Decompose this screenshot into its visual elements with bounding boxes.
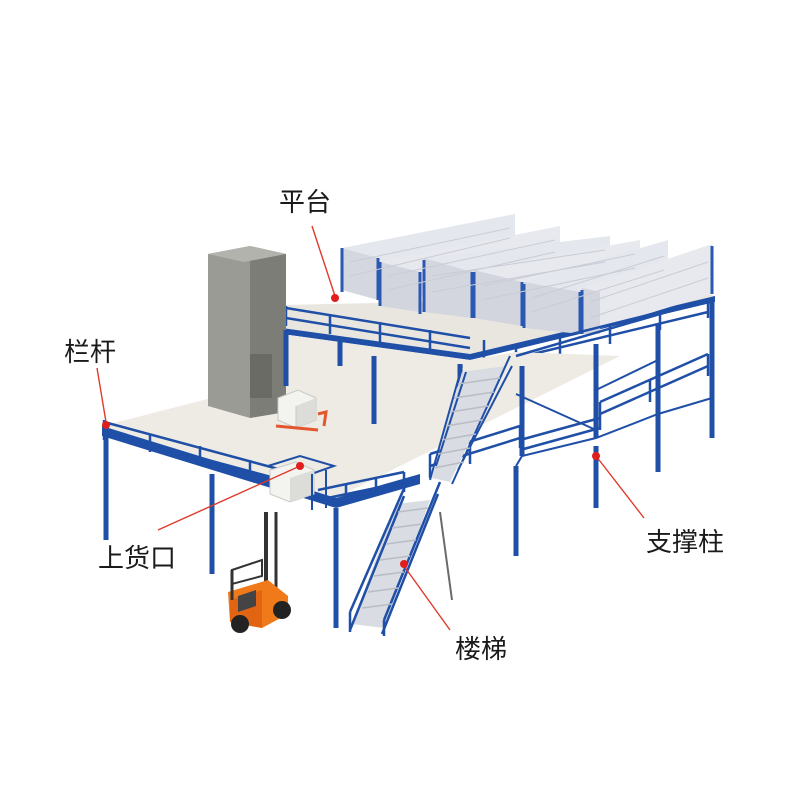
leader-line-platform [311, 225, 336, 297]
callout-markers [102, 294, 600, 568]
rack-box-lines [349, 227, 709, 319]
leader-line-loading [157, 465, 301, 531]
marker-platform [331, 294, 339, 302]
label-railing: 栏杆 [64, 338, 117, 368]
upper-deck-edge-front [282, 328, 470, 360]
freight-elevator [208, 246, 286, 418]
label-platform: 平台 [279, 188, 332, 218]
pallet-jack-icon [317, 410, 328, 427]
marker-column [592, 452, 600, 460]
rack-row-6 [580, 244, 714, 334]
leader-line-railing [96, 367, 107, 423]
main-railing [102, 298, 710, 502]
label-stairs: 楼梯 [455, 635, 508, 665]
label-support-column: 支撑柱 [646, 528, 725, 558]
callout-lines [96, 225, 645, 631]
leader-line-column [595, 455, 645, 519]
label-loading-port: 上货口 [98, 544, 177, 574]
marker-railing [102, 421, 110, 429]
support-columns [103, 300, 715, 628]
marker-loading [296, 462, 304, 470]
lower-stairs [348, 481, 453, 636]
marker-stairs [400, 560, 408, 568]
main-deck-surface [102, 334, 620, 498]
forklift-icon [228, 512, 291, 633]
leader-line-stairs [403, 565, 451, 631]
freight-elevator-icon [208, 246, 250, 418]
loading-port [264, 454, 338, 510]
upper-stairs [429, 355, 513, 485]
upper-railing [284, 298, 710, 366]
storage-racks [340, 214, 714, 334]
pallet-cargo [275, 389, 328, 432]
